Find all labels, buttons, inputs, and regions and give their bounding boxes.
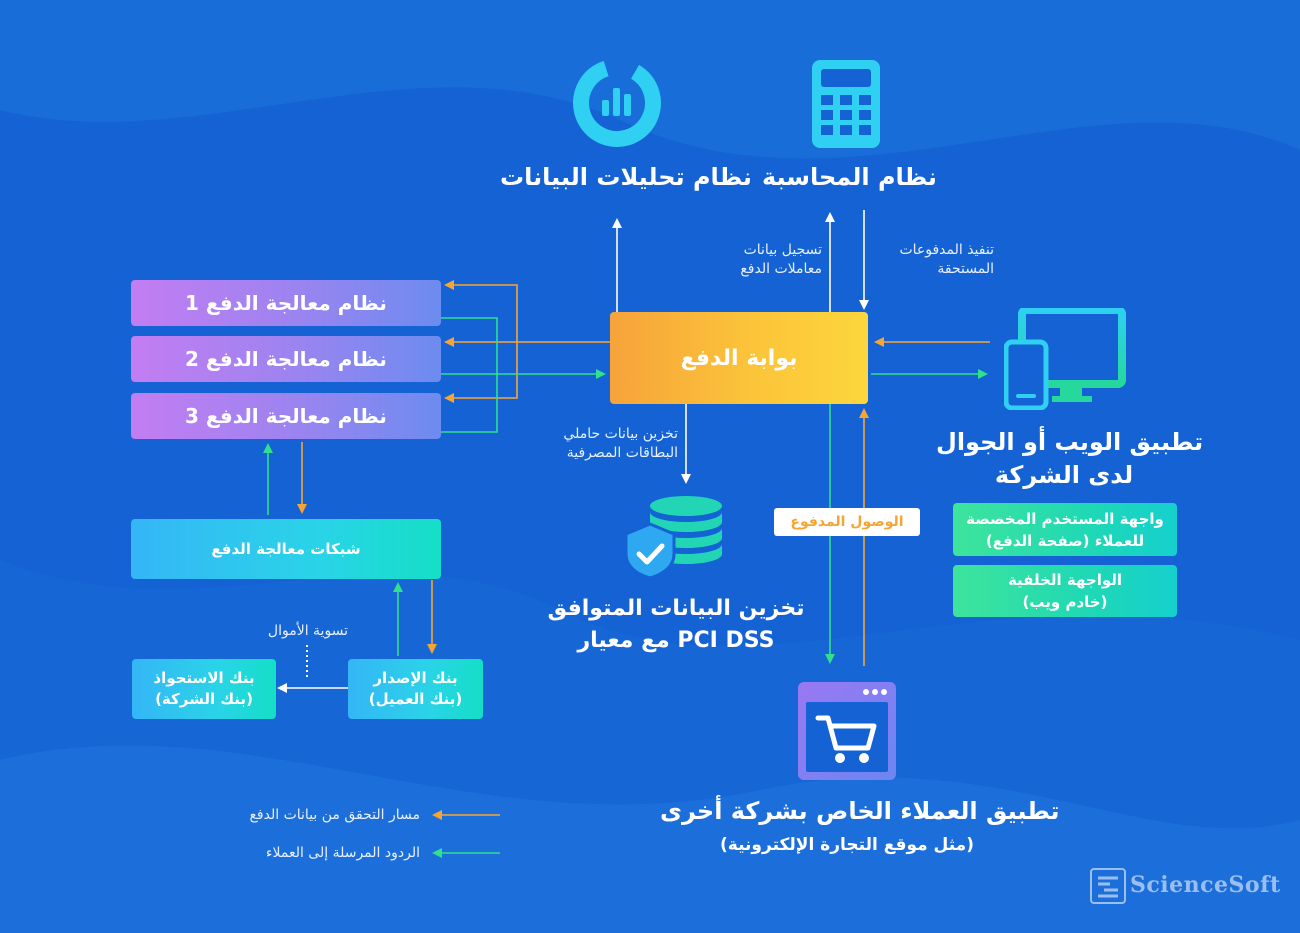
webapp-line-1: تطبيق الويب أو الجوال	[936, 428, 1204, 456]
analytics-chart-icon	[573, 59, 661, 147]
record-line-1: تسجيل بيانات	[743, 242, 822, 258]
calculator-icon	[812, 60, 880, 148]
networks-label: شبكات معالجة الدفع	[211, 540, 361, 558]
secure-database-icon	[624, 496, 722, 578]
record-line-2: معاملات الدفع	[740, 261, 822, 277]
customer-frontend: واجهة المستخدم المخصصة للعملاء (صفحة الد…	[953, 503, 1177, 556]
payment-networks: شبكات معالجة الدفع	[131, 519, 441, 579]
acquiring-bank: بنك الاستحواذ (بنك الشركة)	[132, 659, 276, 719]
backend-line-2: (خادم ويب)	[1022, 593, 1108, 611]
frontend-line-2: للعملاء (صفحة الدفع)	[985, 531, 1145, 550]
acquiring-bank-note: (بنك الشركة)	[155, 690, 253, 708]
shopping-cart-window-icon	[798, 682, 896, 780]
frontend-line-1: واجهة المستخدم المخصصة	[966, 509, 1164, 528]
accounting-system-title: نظام المحاسبة	[762, 163, 937, 191]
processor-label: نظام معالجة الدفع 1	[185, 291, 387, 315]
analytics-system-title: نظام تحليلات البيانات	[500, 163, 752, 191]
settlement-label: تسوية الأموال	[267, 623, 349, 639]
acquiring-bank-name: بنك الاستحواذ	[153, 669, 255, 687]
processor-label: نظام معالجة الدفع 2	[185, 347, 387, 371]
issuing-bank-note: (بنك العميل)	[368, 690, 463, 708]
payment-gateway: بوابة الدفع	[610, 312, 868, 404]
backend-server: الواجهة الخلفية (خادم ويب)	[953, 565, 1177, 617]
webapp-line-2: لدى الشركة	[994, 461, 1134, 489]
execute-line-2: المستحقة	[937, 261, 994, 277]
cardholder-line-2: البطاقات المصرفية	[566, 445, 678, 461]
ecommerce-subtitle: (مثل موقع التجارة الإلكترونية)	[720, 835, 974, 855]
issuing-bank: بنك الإصدار (بنك العميل)	[348, 659, 483, 719]
cardholder-line-1: تخزين بيانات حاملي	[563, 426, 678, 442]
legend-green-label: الردود المرسلة إلى العملاء	[265, 845, 420, 861]
payment-processor-2: نظام معالجة الدفع 2	[131, 336, 441, 382]
paid-access-label: الوصول المدفوع	[790, 514, 904, 530]
pci-line-1: تخزين البيانات المتوافق	[547, 596, 805, 621]
execute-payments-label: تنفيذ المدفوعات المستحقة	[872, 241, 994, 279]
web-mobile-app-title: تطبيق الويب أو الجوال لدى الشركة	[936, 426, 1204, 492]
pci-line-2: مع معيار PCI DSS	[577, 628, 775, 653]
execute-line-1: تنفيذ المدفوعات	[899, 242, 994, 258]
record-transactions-label: تسجيل بيانات معاملات الدفع	[700, 241, 822, 279]
payment-processor-3: نظام معالجة الدفع 3	[131, 393, 441, 439]
payment-gateway-label: بوابة الدفع	[680, 345, 798, 371]
processor-label: نظام معالجة الدفع 3	[185, 404, 387, 428]
cardholder-storage-label: تخزين بيانات حاملي البطاقات المصرفية	[526, 425, 678, 463]
paid-access-tag: الوصول المدفوع	[774, 508, 920, 536]
legend-orange-label: مسار التحقق من بيانات الدفع	[249, 807, 420, 823]
pci-storage-title: تخزين البيانات المتوافق مع معيار PCI DSS	[538, 593, 814, 657]
backend-line-1: الواجهة الخلفية	[1007, 571, 1123, 589]
payment-processor-1: نظام معالجة الدفع 1	[131, 280, 441, 326]
brand-wordmark: ScienceSoft	[1130, 872, 1281, 898]
ecommerce-title: تطبيق العملاء الخاص بشركة أخرى	[660, 797, 1060, 825]
web-mobile-app-icon	[1004, 308, 1126, 410]
sciencesoft-logo-icon	[1090, 868, 1126, 904]
issuing-bank-name: بنك الإصدار	[373, 669, 458, 687]
